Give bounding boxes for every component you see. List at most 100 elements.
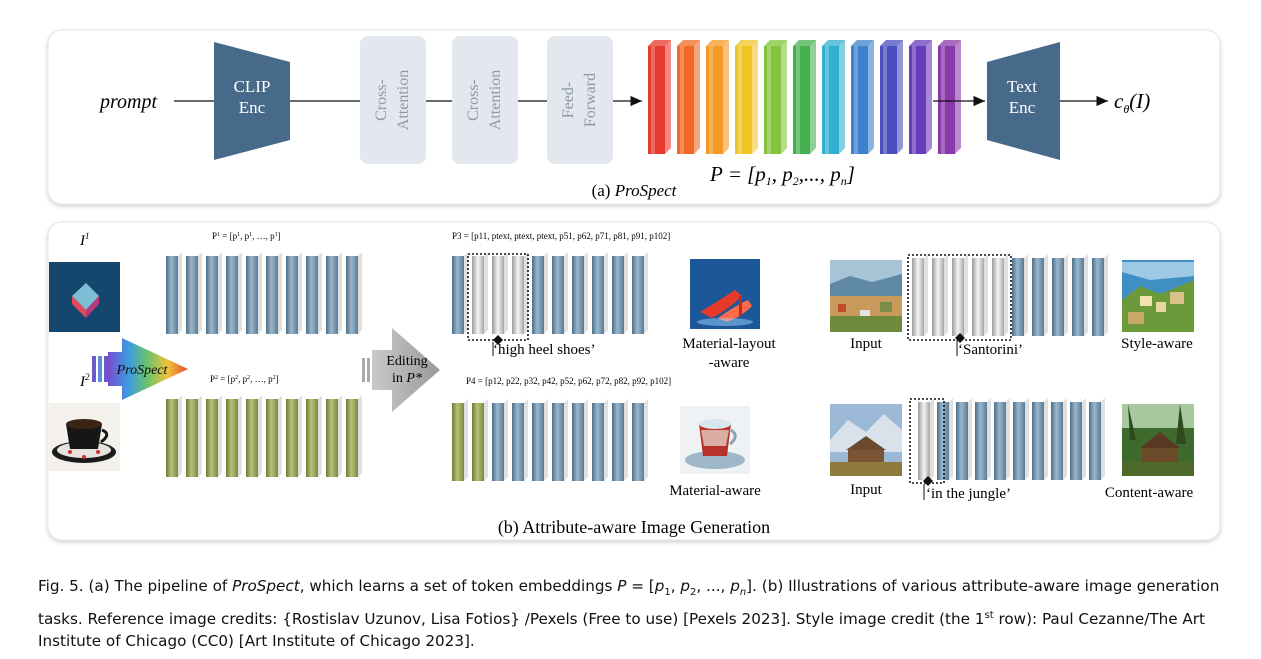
token-bar [1032,398,1048,480]
token-bar [1072,254,1088,336]
figure-caption: Fig. 5. (a) The pipeline of ProSpect, wh… [38,577,1220,651]
material-layout-label-line2: -aware [709,355,750,371]
token-bar [822,40,845,154]
caption-text: row): Paul Cezanne/The Art Institute of … [38,609,1206,651]
p2-token-bars [166,395,362,477]
caption-formula: P [617,577,627,595]
caption-text: , which learns a set of token embeddings [299,577,618,595]
caption-prospect: ProSpect [232,577,300,595]
token-bar [512,399,528,481]
token-bar [592,399,608,481]
token-bar [226,252,242,334]
token-bar [972,254,988,336]
p3-token-bars [452,252,648,334]
style-token-bars [912,254,1108,336]
token-bar [648,40,671,154]
token-bar [326,395,342,477]
token-bar [992,254,1008,336]
in-the-jungle-label: ‘in the jungle’ [926,486,1011,502]
prospect-token-bars [648,40,961,154]
input-image-landscape-painting [830,260,902,332]
prospect-arrow: ProSpect [92,338,188,400]
token-bar [612,399,628,481]
p2-formula: P2 = [p2, p2, …, p2] [210,374,279,384]
caption-text: . (b) Illustrations of various attribute… [38,577,1220,628]
p1-formula: P1 = [p1, p1, …, p1] [212,231,281,241]
token-bar [994,398,1010,480]
token-bar [851,40,874,154]
result-image-style-aware [1122,260,1194,332]
cross-attention-2-line1: Cross- [465,79,482,121]
token-bar [1070,398,1086,480]
token-bar [912,254,928,336]
panel-b-label: (b) Attribute-aware Image Generation [498,517,770,538]
token-bar [452,252,468,334]
result-image-content-aware [1122,404,1194,476]
token-bar [918,398,934,480]
token-bar [286,252,302,334]
cross-attention-1-line2: Attention [395,70,412,130]
token-bar [1012,254,1028,336]
p4-token-bars [452,399,648,481]
token-bar [206,252,222,334]
token-bar [632,399,648,481]
token-bar [632,252,648,334]
token-bar [572,252,588,334]
image2-label: I2 [79,372,90,390]
token-bar [612,252,628,334]
reference-image-cube [49,262,120,332]
token-bar [186,252,202,334]
caption-text: (a) The pipeline of [83,577,233,595]
text-encoder [987,42,1060,160]
token-bar [186,395,202,477]
token-bar [572,399,588,481]
token-bar [166,252,182,334]
token-bar [246,395,262,477]
token-bar [1051,398,1067,480]
token-bar [532,399,548,481]
token-bar [1032,254,1048,336]
feed-forward-line2: Forward [582,73,599,127]
token-bar [793,40,816,154]
token-bar [472,399,488,481]
clip-encoder [214,42,290,160]
token-bar [166,395,182,477]
token-bar [956,398,972,480]
token-bar [764,40,787,154]
figure-svg: prompt CLIP Enc Cross- Attention Cross- … [47,29,1221,541]
style-aware-label: Style-aware [1121,336,1193,352]
input-label-2: Input [850,482,882,498]
token-bar [206,395,222,477]
token-marker [493,335,503,345]
feed-forward-line1: Feed- [560,82,577,118]
cross-attention-block-2 [452,36,518,164]
material-layout-label-line1: Material-layout [682,336,776,352]
token-bar [938,40,961,154]
token-bar [952,254,968,336]
material-aware-label: Material-aware [669,483,761,499]
token-bar [472,252,488,334]
input-label-1: Input [850,336,882,352]
token-bar [492,252,508,334]
token-bar [512,252,528,334]
token-bar [1092,254,1108,336]
text-enc-line1: Text [1007,77,1037,96]
token-bar [226,395,242,477]
content-aware-label: Content-aware [1105,485,1194,501]
high-heel-label: ‘high heel shoes’ [493,342,595,358]
editing-arrow: Editing in P* [362,328,440,412]
token-marker [923,476,933,486]
clip-enc-line2: Enc [239,98,266,117]
cross-attention-1-line1: Cross- [373,79,390,121]
token-formula: P = [p1, p2,..., pn] [709,162,855,188]
token-bar [306,252,322,334]
token-bar [552,399,568,481]
token-bar [552,252,568,334]
santorini-label: ‘Santorini’ [958,342,1023,358]
token-bar [1089,398,1105,480]
token-bar [326,252,342,334]
token-bar [306,395,322,477]
cross-attention-block-1 [360,36,426,164]
image1-label: I1 [79,231,90,249]
caption-fig-number: Fig. 5. [38,577,84,595]
